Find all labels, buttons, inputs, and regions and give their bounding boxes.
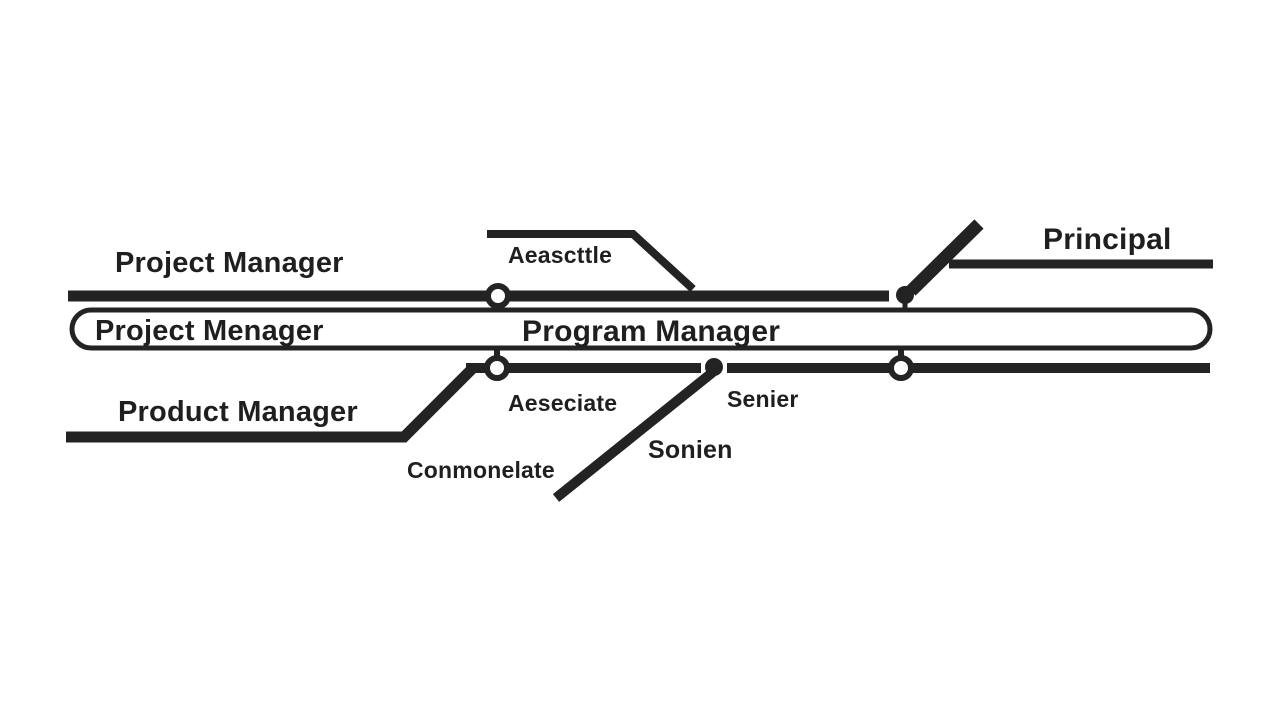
- label-senior-stop: Senier: [727, 386, 799, 412]
- station-node-top: [485, 283, 511, 309]
- program-manager-pill: [69, 307, 1213, 351]
- label-principal: Principal: [1043, 223, 1172, 256]
- product-manager-track-line: [66, 365, 476, 443]
- label-pill-project-menager: Project Menager: [95, 315, 324, 347]
- label-pill-program-manager: Program Manager: [522, 315, 780, 348]
- associate-branch-line: [487, 230, 696, 292]
- senior-diagonal-line: [552, 368, 717, 502]
- station-dot-bottom: [705, 358, 723, 376]
- station-dot-top: [896, 286, 914, 304]
- station-node-bottom-left: [484, 355, 510, 381]
- label-product-manager: Product Manager: [118, 396, 358, 428]
- label-project-manager: Project Manager: [115, 247, 344, 279]
- principal-diagonal-line: [906, 219, 984, 296]
- label-commonelate: Conmonelate: [407, 457, 555, 483]
- label-senior-diagonal: Sonien: [648, 436, 733, 464]
- label-associate-top: Aeascttle: [508, 242, 612, 268]
- station-node-bottom-right: [888, 355, 914, 381]
- label-associate-stop: Aeseciate: [508, 390, 617, 416]
